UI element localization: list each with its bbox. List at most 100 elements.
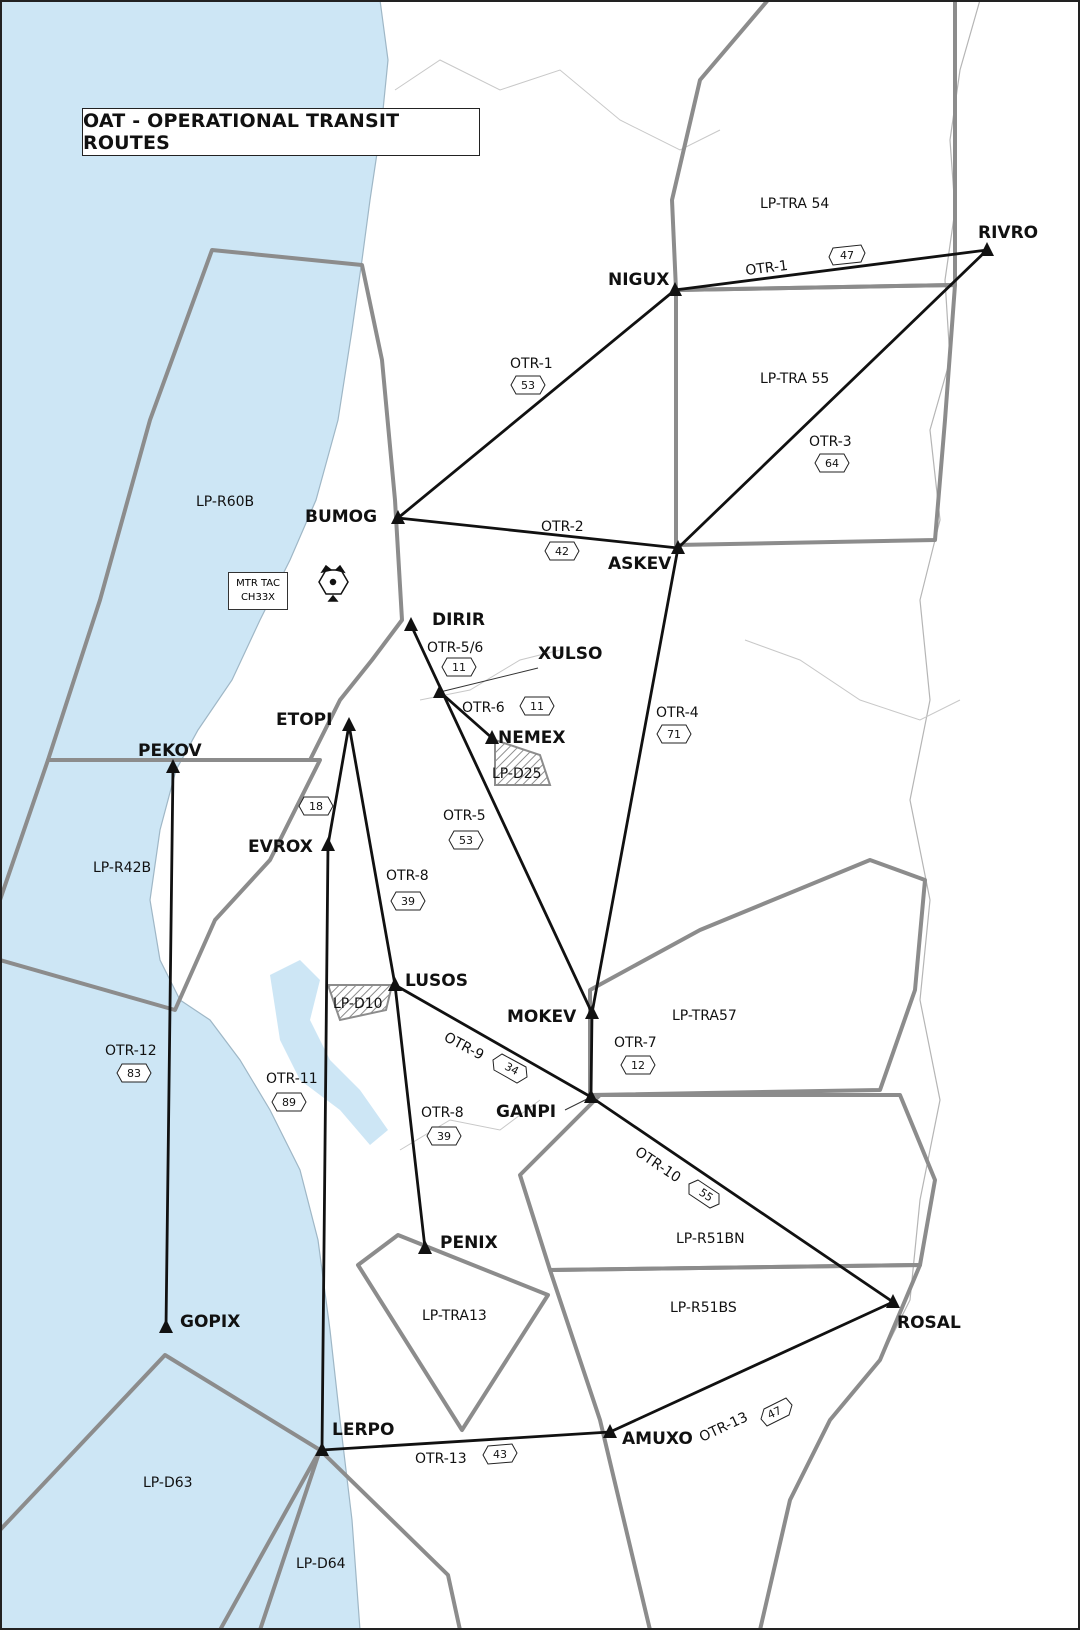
flight-level-value: 53 bbox=[521, 379, 535, 392]
waypoint-label-penix: PENIX bbox=[440, 1233, 498, 1253]
waypoint-marker-evrox[interactable] bbox=[321, 837, 335, 851]
label-leader bbox=[439, 667, 539, 693]
route-label: OTR-12 bbox=[105, 1043, 157, 1059]
route-label: OTR-13 bbox=[415, 1451, 467, 1467]
flight-level-box bbox=[448, 830, 484, 850]
waypoint-label-rosal: ROSAL bbox=[897, 1313, 961, 1333]
area-boundary-tra55 bbox=[674, 283, 957, 547]
route-label: OTR-7 bbox=[614, 1035, 657, 1051]
route-segment bbox=[589, 1011, 594, 1099]
waypoint-marker-xulso[interactable] bbox=[433, 684, 447, 698]
flight-level-value: 34 bbox=[502, 1060, 520, 1078]
lagoon bbox=[270, 960, 388, 1145]
waypoint-marker-amuxo[interactable] bbox=[603, 1424, 617, 1438]
route-label: OTR-5 bbox=[443, 808, 486, 824]
waypoint-label-rivro: RIVRO bbox=[978, 223, 1038, 243]
flight-level-box bbox=[760, 1397, 793, 1427]
flight-level-value: 39 bbox=[437, 1130, 451, 1143]
flight-level-value: 83 bbox=[127, 1067, 141, 1080]
flight-level-value: 42 bbox=[555, 545, 569, 558]
route-label: OTR-1 bbox=[510, 356, 553, 372]
area-label-d63: LP-D63 bbox=[143, 1475, 193, 1491]
waypoint-marker-pekov[interactable] bbox=[166, 759, 180, 773]
route-segment bbox=[347, 723, 397, 987]
river bbox=[744, 639, 961, 721]
route-segment bbox=[608, 1300, 895, 1434]
waypoint-label-dirir: DIRIR bbox=[432, 610, 485, 630]
flight-level-value: 39 bbox=[401, 895, 415, 908]
area-boundary-tra13 bbox=[356, 1233, 550, 1432]
waypoint-marker-ganpi[interactable] bbox=[584, 1089, 598, 1103]
route-segment bbox=[396, 516, 680, 550]
route-segment bbox=[393, 983, 593, 1099]
flight-level-box bbox=[828, 244, 866, 266]
flight-level-value: 47 bbox=[765, 1404, 783, 1422]
waypoint-marker-askev[interactable] bbox=[671, 540, 685, 554]
route-label: OTR-5/6 bbox=[427, 640, 483, 656]
flight-level-box bbox=[656, 724, 692, 744]
flight-level-box bbox=[519, 696, 555, 716]
flight-level-box bbox=[298, 796, 334, 816]
flight-level-value: 18 bbox=[309, 800, 323, 813]
area-d10 bbox=[326, 984, 394, 1022]
route-segment bbox=[396, 288, 677, 520]
waypoint-marker-nemex[interactable] bbox=[485, 730, 499, 744]
waypoint-marker-bumog[interactable] bbox=[391, 510, 405, 524]
waypoint-label-mokev: MOKEV bbox=[507, 1007, 577, 1027]
waypoint-marker-rivro[interactable] bbox=[980, 242, 994, 256]
area-boundary-d63 bbox=[0, 1353, 322, 1630]
route-label: OTR-1 bbox=[745, 258, 789, 279]
waypoint-label-evrox: EVROX bbox=[248, 837, 313, 857]
route-segment bbox=[438, 690, 494, 740]
area-label-d64: LP-D64 bbox=[296, 1556, 346, 1572]
route-segment bbox=[676, 248, 989, 550]
area-label-tra57: LP-TRA57 bbox=[672, 1008, 737, 1024]
river bbox=[394, 59, 721, 151]
map-title: OAT - OPERATIONAL TRANSIT ROUTES bbox=[82, 108, 480, 156]
flight-level-box bbox=[426, 1126, 462, 1146]
waypoint-label-askev: ASKEV bbox=[608, 554, 672, 574]
flight-level-box bbox=[441, 657, 477, 677]
area-label-r51bs: LP-R51BS bbox=[670, 1300, 737, 1316]
route-segment bbox=[590, 546, 680, 1015]
route-segment bbox=[393, 983, 427, 1250]
waypoint-marker-gopix[interactable] bbox=[159, 1319, 173, 1333]
route-segment bbox=[326, 723, 351, 847]
area-label-r60b: LP-R60B bbox=[196, 494, 254, 510]
waypoint-marker-mokev[interactable] bbox=[585, 1005, 599, 1019]
flight-level-box bbox=[492, 1053, 528, 1084]
area-label-tra54: LP-TRA 54 bbox=[760, 196, 829, 212]
waypoint-marker-nigux[interactable] bbox=[668, 282, 682, 296]
flight-level-box bbox=[620, 1055, 656, 1075]
tacan-label-line2: CH33X bbox=[240, 592, 276, 603]
flight-level-box bbox=[688, 1179, 720, 1209]
flight-level-value: 12 bbox=[631, 1059, 645, 1072]
route-label: OTR-2 bbox=[541, 519, 584, 535]
area-label-tra55: LP-TRA 55 bbox=[760, 371, 829, 387]
flight-level-value: 71 bbox=[667, 728, 681, 741]
tacan-label: MTR TAC CH33X bbox=[228, 572, 288, 610]
waypoint-marker-etopi[interactable] bbox=[342, 717, 356, 731]
flight-level-value: 53 bbox=[459, 834, 473, 847]
sea-area bbox=[0, 0, 388, 1630]
waypoint-marker-lusos[interactable] bbox=[388, 977, 402, 991]
waypoint-label-amuxo: AMUXO bbox=[622, 1429, 693, 1449]
route-label: OTR-6 bbox=[462, 700, 505, 716]
area-label-d10: LP-D10 bbox=[333, 996, 383, 1012]
waypoint-marker-rosal[interactable] bbox=[886, 1294, 900, 1308]
waypoint-label-nigux: NIGUX bbox=[608, 270, 669, 290]
waypoint-marker-penix[interactable] bbox=[418, 1240, 432, 1254]
route-label: OTR-8 bbox=[386, 868, 429, 884]
flight-level-value: 11 bbox=[530, 700, 544, 713]
waypoint-label-etopi: ETOPI bbox=[276, 710, 332, 730]
waypoint-marker-lerpo[interactable] bbox=[315, 1442, 329, 1456]
waypoint-marker-dirir[interactable] bbox=[404, 617, 418, 631]
area-boundary-d64 bbox=[258, 1448, 462, 1630]
flight-level-value: 55 bbox=[697, 1186, 716, 1205]
route-label: OTR-11 bbox=[266, 1071, 318, 1087]
area-label-d25: LP-D25 bbox=[492, 766, 542, 782]
flight-level-box bbox=[814, 453, 850, 473]
tacan-label-line1: MTR TAC bbox=[236, 578, 280, 589]
